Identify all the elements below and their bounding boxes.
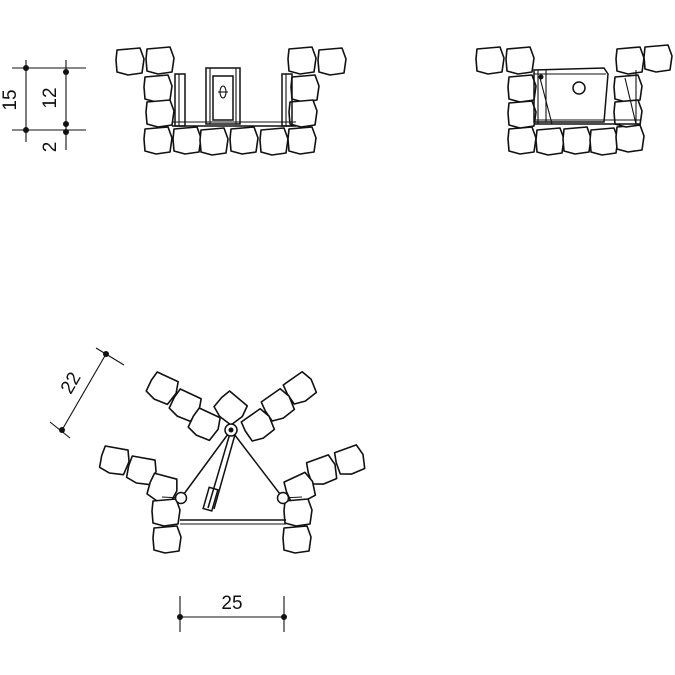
plan-view: 22 — [49, 347, 368, 632]
dimension-15-label: 15 — [0, 89, 21, 110]
side-elevation — [475, 44, 673, 156]
dimension-2-label: 2 — [40, 142, 61, 153]
front-elevation — [115, 46, 347, 156]
dimension-15: 15 — [0, 60, 86, 142]
dimension-12: 12 — [40, 60, 69, 134]
dimension-25: 25 — [177, 593, 287, 632]
vertical-dimensions: 15 12 2 — [0, 60, 86, 152]
dimension-22-label: 22 — [57, 369, 86, 398]
dimension-25-label: 25 — [221, 593, 242, 614]
dimension-2: 2 — [40, 124, 69, 152]
dimension-22: 22 — [49, 347, 125, 439]
dimension-12-label: 12 — [40, 87, 61, 108]
